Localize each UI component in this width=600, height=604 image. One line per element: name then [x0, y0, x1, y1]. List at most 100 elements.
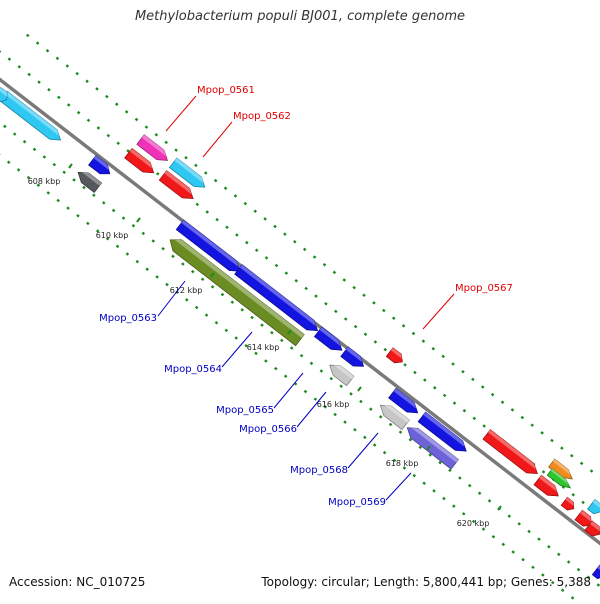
gc-dot	[6, 160, 11, 165]
gc-dot	[76, 110, 81, 115]
gc-dot	[126, 149, 130, 153]
gene-label[interactable]: Mpop_0561	[165, 85, 255, 132]
gene-label[interactable]: Mpop_0563	[99, 280, 186, 324]
gc-dot	[353, 324, 358, 329]
accession-text: Accession: NC_010725	[9, 575, 146, 589]
gene-label[interactable]: Mpop_0568	[290, 432, 379, 476]
gene-feature[interactable]	[175, 219, 243, 276]
gc-dot	[507, 514, 512, 518]
gene-feature[interactable]	[388, 387, 422, 417]
tick-label: 616 kbp	[317, 400, 350, 409]
gene-feature[interactable]	[0, 90, 64, 145]
gc-dot	[401, 324, 406, 328]
gc-dot	[352, 285, 356, 290]
gc-dot	[86, 221, 90, 226]
gene-feature[interactable]	[313, 326, 345, 355]
gc-dot	[382, 450, 387, 455]
gene-feature[interactable]	[584, 520, 600, 539]
gc-dot	[432, 386, 437, 390]
gene-feature[interactable]	[326, 360, 355, 387]
gc-dot	[547, 544, 551, 549]
gene-label-text: Mpop_0569	[328, 497, 386, 508]
gene-feature[interactable]	[166, 234, 305, 347]
gene-label[interactable]: Mpop_0565	[216, 372, 304, 416]
gene-feature[interactable]	[124, 147, 158, 177]
gc-dot	[392, 458, 397, 463]
gc-dot	[378, 415, 383, 419]
gc-dot	[220, 292, 225, 297]
gc-dot	[55, 56, 60, 61]
gc-dot	[184, 155, 188, 160]
gc-dot	[570, 596, 575, 600]
tick-mark	[497, 505, 502, 511]
gene-feature[interactable]	[533, 474, 562, 500]
gc-dot	[353, 428, 357, 432]
gc-dot	[164, 140, 168, 145]
gc-dot	[204, 171, 208, 175]
gene-feature[interactable]	[158, 170, 196, 204]
gc-dot	[391, 316, 396, 320]
gene-label[interactable]: Mpop_0566	[239, 391, 327, 435]
gc-dot	[373, 340, 378, 344]
gene-label[interactable]: Mpop_0569	[328, 472, 412, 508]
gene-feature[interactable]	[404, 423, 459, 470]
gene-feature[interactable]	[377, 400, 410, 431]
tick: 620 kbp	[457, 505, 502, 528]
gc-dot	[452, 504, 456, 508]
gene-feature[interactable]	[88, 154, 114, 179]
gc-dot	[313, 397, 318, 401]
gene-feature[interactable]	[168, 157, 209, 192]
gc-dot	[144, 125, 149, 129]
gc-dot	[223, 186, 228, 191]
gene-feature[interactable]	[234, 264, 321, 336]
gc-dot	[174, 148, 178, 152]
gc-dot	[165, 282, 169, 287]
gc-dot	[270, 331, 274, 335]
gene-feature[interactable]	[546, 468, 572, 491]
tick-mark	[68, 163, 73, 169]
gc-dot	[303, 389, 308, 394]
gene-feature[interactable]	[482, 429, 541, 479]
gc-dot	[86, 118, 91, 123]
gene-feature[interactable]	[560, 496, 577, 512]
gene-arrow-highlight	[93, 155, 109, 170]
gc-dot	[422, 481, 426, 485]
gene-feature[interactable]	[0, 87, 10, 105]
gc-dot	[467, 483, 472, 488]
gene-feature[interactable]	[74, 168, 103, 193]
gc-dot	[289, 346, 294, 350]
gc-dot	[561, 485, 566, 489]
gc-dot	[312, 255, 317, 259]
gene-feature[interactable]	[340, 346, 367, 371]
gene-feature[interactable]	[385, 347, 405, 366]
gene-feature[interactable]	[548, 458, 576, 483]
gc-dot	[253, 209, 257, 213]
gene-arrow-highlight	[384, 405, 410, 423]
gc-dot	[195, 202, 200, 207]
gc-dot	[85, 79, 89, 84]
gene-label[interactable]: Mpop_0562	[202, 111, 291, 158]
gene-arrow-highlight	[565, 497, 574, 507]
gene-label[interactable]: Mpop_0564	[164, 331, 253, 375]
gene-feature[interactable]	[417, 411, 470, 456]
tick-mark	[136, 217, 141, 223]
gc-dot	[154, 133, 159, 137]
gc-dot	[66, 103, 71, 107]
gene-arrow	[379, 404, 410, 431]
gene-feature[interactable]	[587, 499, 600, 517]
gc-dot	[520, 415, 525, 420]
gc-dot	[224, 328, 229, 333]
gc-dot	[403, 363, 407, 367]
gc-dot	[293, 240, 297, 244]
gene-feature[interactable]	[591, 564, 600, 581]
gc-dot	[431, 347, 436, 351]
gc-dot	[412, 473, 417, 478]
gene-label-text: Mpop_0565	[216, 405, 274, 416]
gene-label[interactable]: Mpop_0567	[422, 283, 513, 330]
gc-dot	[383, 347, 388, 352]
gene-feature[interactable]	[136, 134, 171, 165]
gene-feature[interactable]	[574, 509, 595, 529]
gc-dot	[363, 435, 367, 440]
gc-dot	[76, 214, 80, 218]
gene-arrow-highlight	[319, 327, 341, 347]
